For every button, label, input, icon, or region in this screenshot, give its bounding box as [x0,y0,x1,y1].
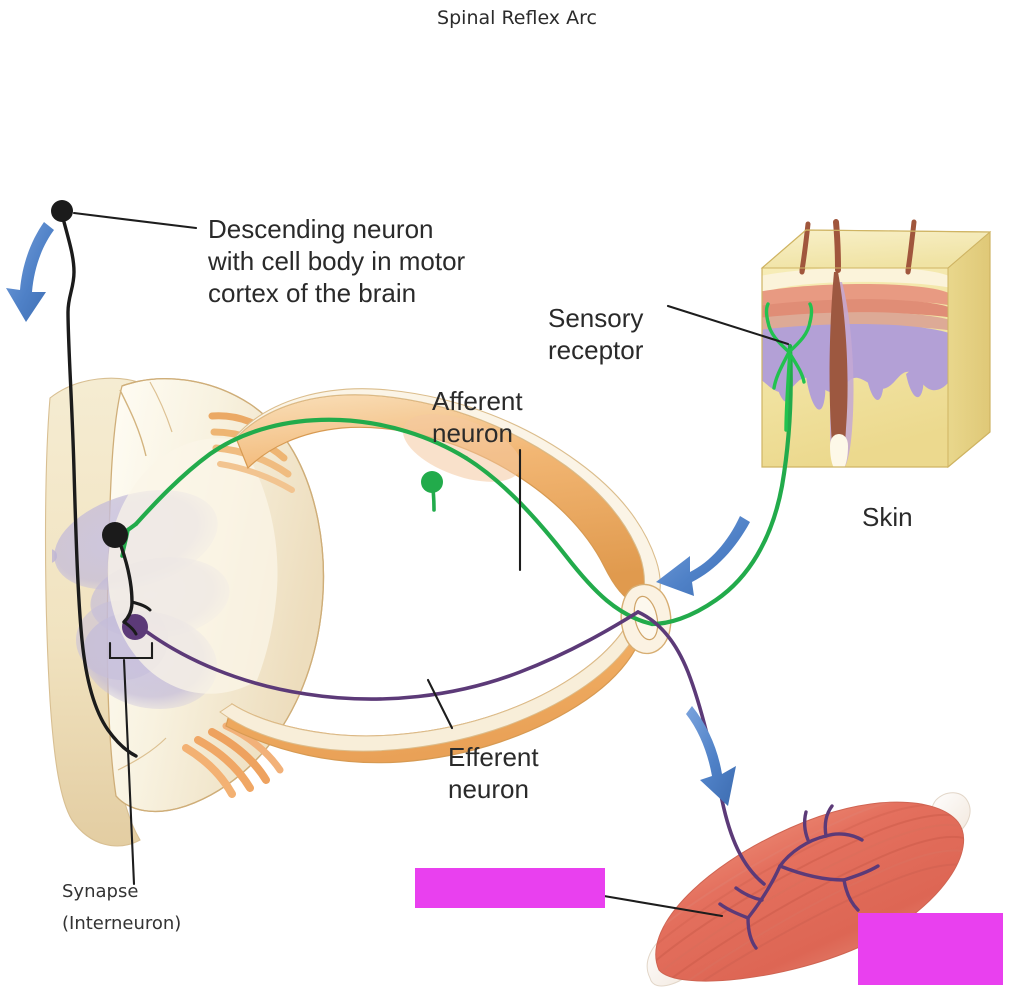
redaction-corner-label [858,913,1003,985]
skin-side-face [947,230,991,469]
leader-muscle [602,894,724,918]
hair-shaft-external [905,219,917,273]
interneuron-terminal-2 [122,620,138,636]
skin-block-outline [761,229,991,468]
rootlet [182,744,236,798]
afferent-axon-dorsal-root [133,417,469,527]
efferent-neuron-line-2: neuron [448,774,529,804]
rete-ridge [806,368,826,410]
sensory-receptor-endings [764,302,814,432]
spinal-nerve-junction [620,583,672,655]
muscle-fiber [663,835,964,982]
label-afferent-neuron: Afferent neuron [432,386,523,448]
redaction-muscle-label [415,868,605,908]
interneuron-cell-body [102,522,128,548]
afferent-neuron-line-2: neuron [432,418,513,448]
descending-axon [62,220,138,758]
epidermal-layer-1 [762,284,948,312]
interneuron-terminal [130,600,152,612]
dorsal-sulcus-edge [149,381,173,433]
descending-neuron-cell-body [51,200,73,222]
dorsal-median-sulcus [119,389,147,457]
leader-synapse [122,658,136,886]
muscle-fiber [671,849,964,982]
dorsal-root-ganglion-cell-body [421,471,443,493]
motor-neuron-cell-body [122,614,148,640]
stratum-corneum [762,268,948,294]
synapse-bracket [108,641,154,660]
muscle-fiber [657,823,964,975]
label-sensory-receptor: Sensory receptor [548,303,644,365]
cord-outline-restroke [115,378,325,813]
muscle-fiber [655,813,963,963]
leader-sensory-receptor [666,304,790,346]
afferent-neuron-line-1: Afferent [432,386,523,416]
muscle-belly [655,801,965,982]
efferent-axon-peripheral [636,610,766,886]
sensory-receptor-line-2: receptor [548,335,644,365]
synapse-line-1: Synapse [62,881,138,902]
synapse-line-2: (Interneuron) [62,913,181,934]
rootlet [217,461,295,493]
skeletal-muscle [646,792,971,987]
label-descending-neuron: Descending neuron with cell body in moto… [207,214,466,308]
skin-block [760,219,992,469]
page-title: Spinal Reflex Arc [437,7,597,29]
leader-efferent-neuron [426,678,454,730]
efferent-axon-ventral-root [145,610,640,701]
hair-shaft-external [833,219,841,273]
redaction-overlays [415,868,1003,985]
dorsal-root [208,388,661,611]
afferent-neuron [109,302,814,627]
rootlet [208,728,270,784]
afferent-axon-nerve [463,455,655,627]
leader-lines [72,211,790,918]
spinal-cord-cross-section [44,377,325,847]
white-matter-core [107,438,278,694]
descending-neuron-line-3: cortex of the brain [208,278,416,308]
rootlet [194,736,254,792]
descending-neuron [51,200,152,758]
skin-layers [762,268,948,467]
descending-neuron-line-1: Descending neuron [208,214,434,244]
hair-shaft-main [829,272,848,462]
muscle-fiber [655,803,955,951]
epidermal-layer-2 [762,299,948,324]
flow-arrows [6,222,750,806]
hair-shaft-external [799,221,811,273]
label-efferent-neuron: Efferent neuron [448,742,539,804]
skin-block-edges [762,231,991,467]
leader-descending-neuron [72,211,198,230]
arrow-efferent-flow [686,706,736,806]
motor-end-plate [718,804,880,950]
sensory-receptor-line-1: Sensory [548,303,643,333]
gray-matter-speck [52,549,57,563]
muscle-fiber [679,863,964,982]
rete-ridge [866,366,884,401]
hair-bulb [830,434,848,467]
arrow-afferent-flow [656,516,750,596]
rete-ridge [906,366,924,398]
descending-neuron-line-2: with cell body in motor [207,246,466,276]
dorsal-root-ganglion-swelling [402,414,522,482]
arrow-descending-flow [6,222,54,322]
label-skin: Skin [862,502,913,532]
label-synapse: Synapse (Interneuron) [62,881,181,934]
efferent-neuron-line-1: Efferent [448,742,539,772]
ventral-median-fissure [117,737,167,771]
afferent-axon-peripheral [649,343,793,627]
